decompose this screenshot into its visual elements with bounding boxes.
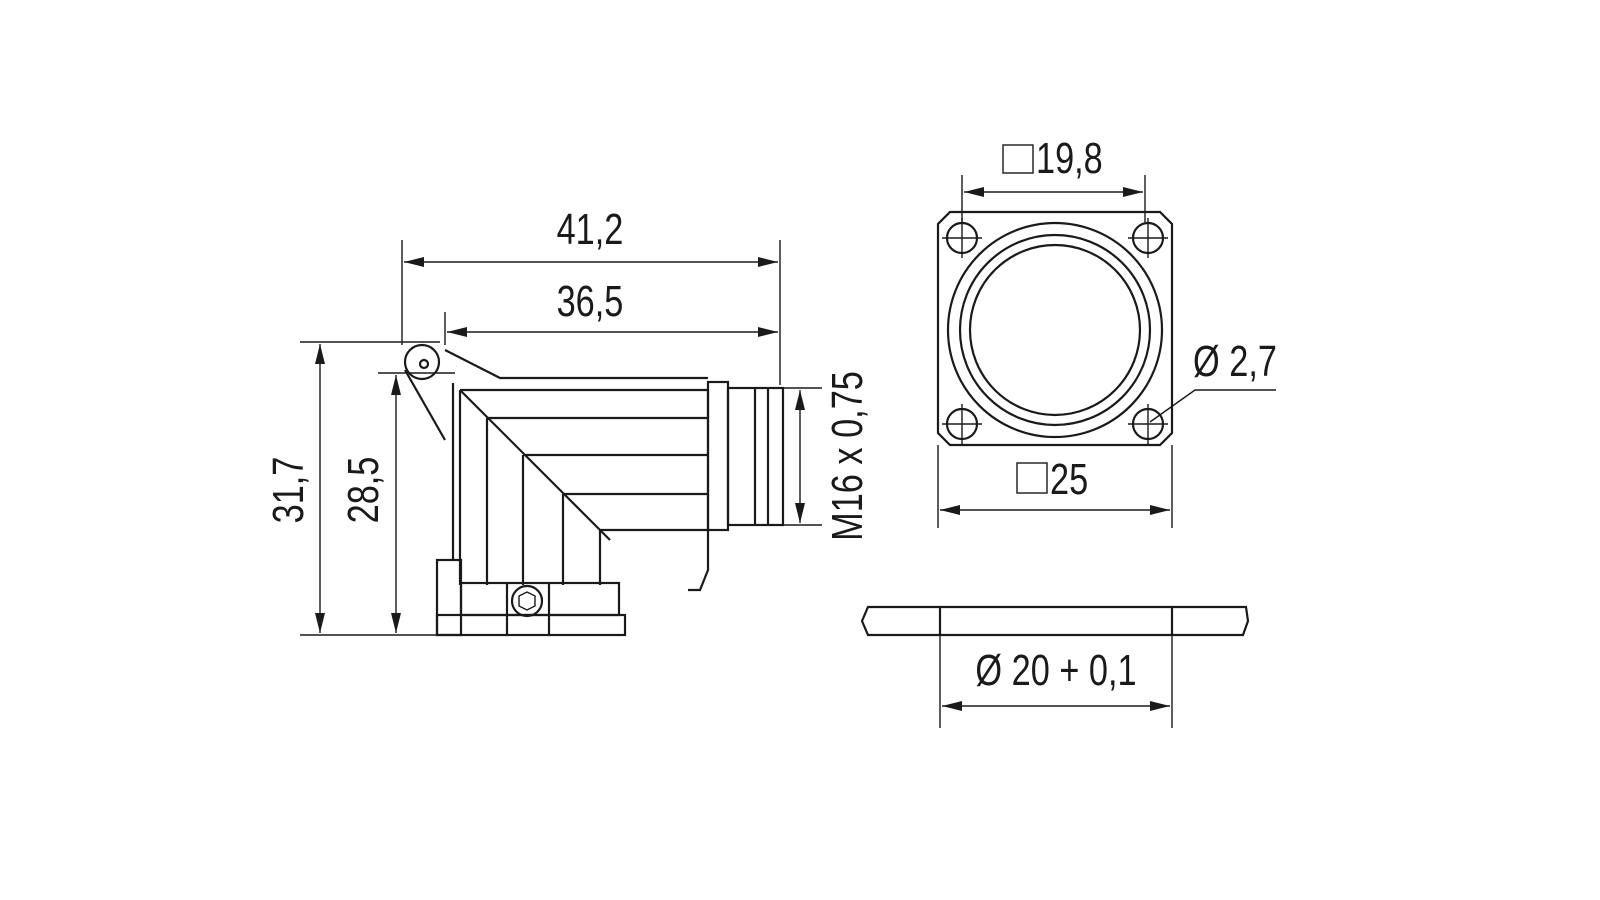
square-symbol-icon	[1002, 144, 1034, 174]
mounting-holes	[942, 218, 1168, 444]
screw-icon	[510, 584, 544, 618]
dim-flange-size: 25	[1050, 455, 1088, 504]
dim-thread: M16 x 0,75	[823, 371, 872, 541]
dim-hole-diameter: Ø 2,7	[1193, 337, 1277, 386]
dim-cutout-diameter: Ø 20 + 0,1	[975, 646, 1136, 695]
dim-body-length: 36,5	[557, 277, 624, 326]
flange-front-view: 19,8 25 Ø 2,7	[936, 134, 1277, 528]
dim-overall-length: 41,2	[557, 205, 624, 254]
connector-side-view	[403, 343, 785, 637]
panel-cutout-section: Ø 20 + 0,1	[860, 605, 1250, 728]
dim-body-height: 28,5	[339, 457, 388, 524]
dim-overall-height: 31,7	[264, 457, 313, 524]
side-dimensions: 41,2 36,5 31,7 28,5 M16 x 0,75	[264, 205, 872, 636]
square-symbol-icon	[1016, 462, 1048, 494]
dim-hole-spacing: 19,8	[1036, 134, 1103, 183]
